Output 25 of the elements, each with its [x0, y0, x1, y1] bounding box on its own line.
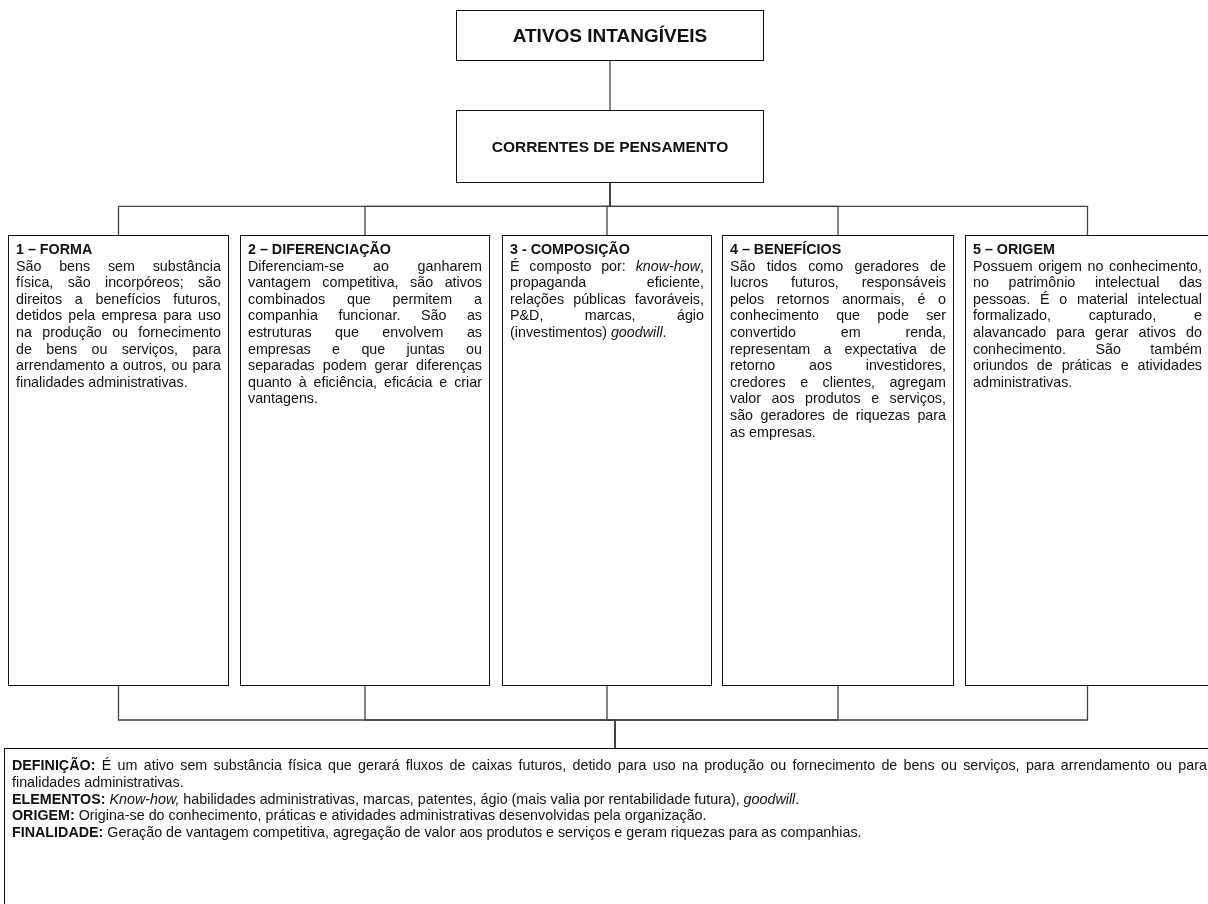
- box-label: ATIVOS INTANGÍVEIS: [512, 24, 708, 47]
- box-description: Possuem origem no conhecimento, no patrimônio intelectual das pessoas. É o material intelectual formalizado, capturado, e alavancado para gerar ativos do conhecimento. São também oriundos de práticas e atividades administrativas.: [973, 257, 1202, 391]
- summary-paragraph: DEFINIÇÃO: É um ativo sem substância física que gerará fluxos de caixas futuros, detido para uso na produção ou fornecimento de bens ou serviços, para arrendamento ou para finalidades administrativas.: [12, 757, 1207, 791]
- concept-box: [240, 235, 490, 686]
- box-description: É composto por: know-how, propaganda eficiente, relações públicas favoráveis, P&D, marcas, ágio (investimentos) goodwill.: [510, 257, 704, 341]
- box-heading: 4 – BENEFÍCIOS: [730, 241, 843, 258]
- box-description: Diferenciam-se ao ganharem vantagem competitiva, são ativos combinados que permitem a companhia funcionar. São as estruturas que envolvem as empresas e que juntas ou separadas podem gerar diferenças quanto à eficiência, eficácia e criar vantagens.: [248, 257, 482, 407]
- box-heading: 3 - COMPOSIÇÃO: [510, 241, 631, 258]
- box-description: São bens sem substância física, são incorpóreos; são direitos a benefícios futuros, detidos pela empresa para uso na produção ou fornecimento de bens ou serviços, para arrendamento a outros, ou para finalidades administrativas.: [16, 257, 221, 391]
- connector-line: [609, 60, 611, 111]
- box-label: CORRENTES DE PENSAMENTO: [491, 137, 729, 157]
- title-box: [456, 10, 764, 61]
- summary-paragraph: ORIGEM: Origina-se do conhecimento, práticas e atividades administrativas desenvolvidas pela organização.: [12, 807, 708, 825]
- summary-paragraph: ELEMENTOS: Know-how, habilidades administrativas, marcas, patentes, ágio (mais valia por rentabilidade futura), goodwill.: [12, 790, 801, 808]
- concept-box: [965, 235, 1208, 686]
- box-heading: 1 – FORMA: [16, 241, 94, 258]
- box-heading: 5 – ORIGEM: [973, 241, 1056, 258]
- box-description: São tidos como geradores de lucros futuros, responsáveis pelos retornos anormais, é o conhecimento que pode ser convertido em renda, representam a expectativa de retorno aos investidores, credores e clientes, agregam valor aos produtos e serviços, são geradores de riquezas para as empresas.: [730, 257, 946, 441]
- box-heading: 2 – DIFERENCIAÇÃO: [248, 241, 392, 258]
- concept-box: [8, 235, 229, 686]
- concept-box: [722, 235, 954, 686]
- summary-paragraph: FINALIDADE: Geração de vantagem competitiva, agregação de valor aos produtos e serviços e geram riquezas para as companhias.: [12, 824, 863, 841]
- summary-box: [4, 748, 1208, 904]
- concept-box: [502, 235, 712, 686]
- category-box: [456, 110, 764, 183]
